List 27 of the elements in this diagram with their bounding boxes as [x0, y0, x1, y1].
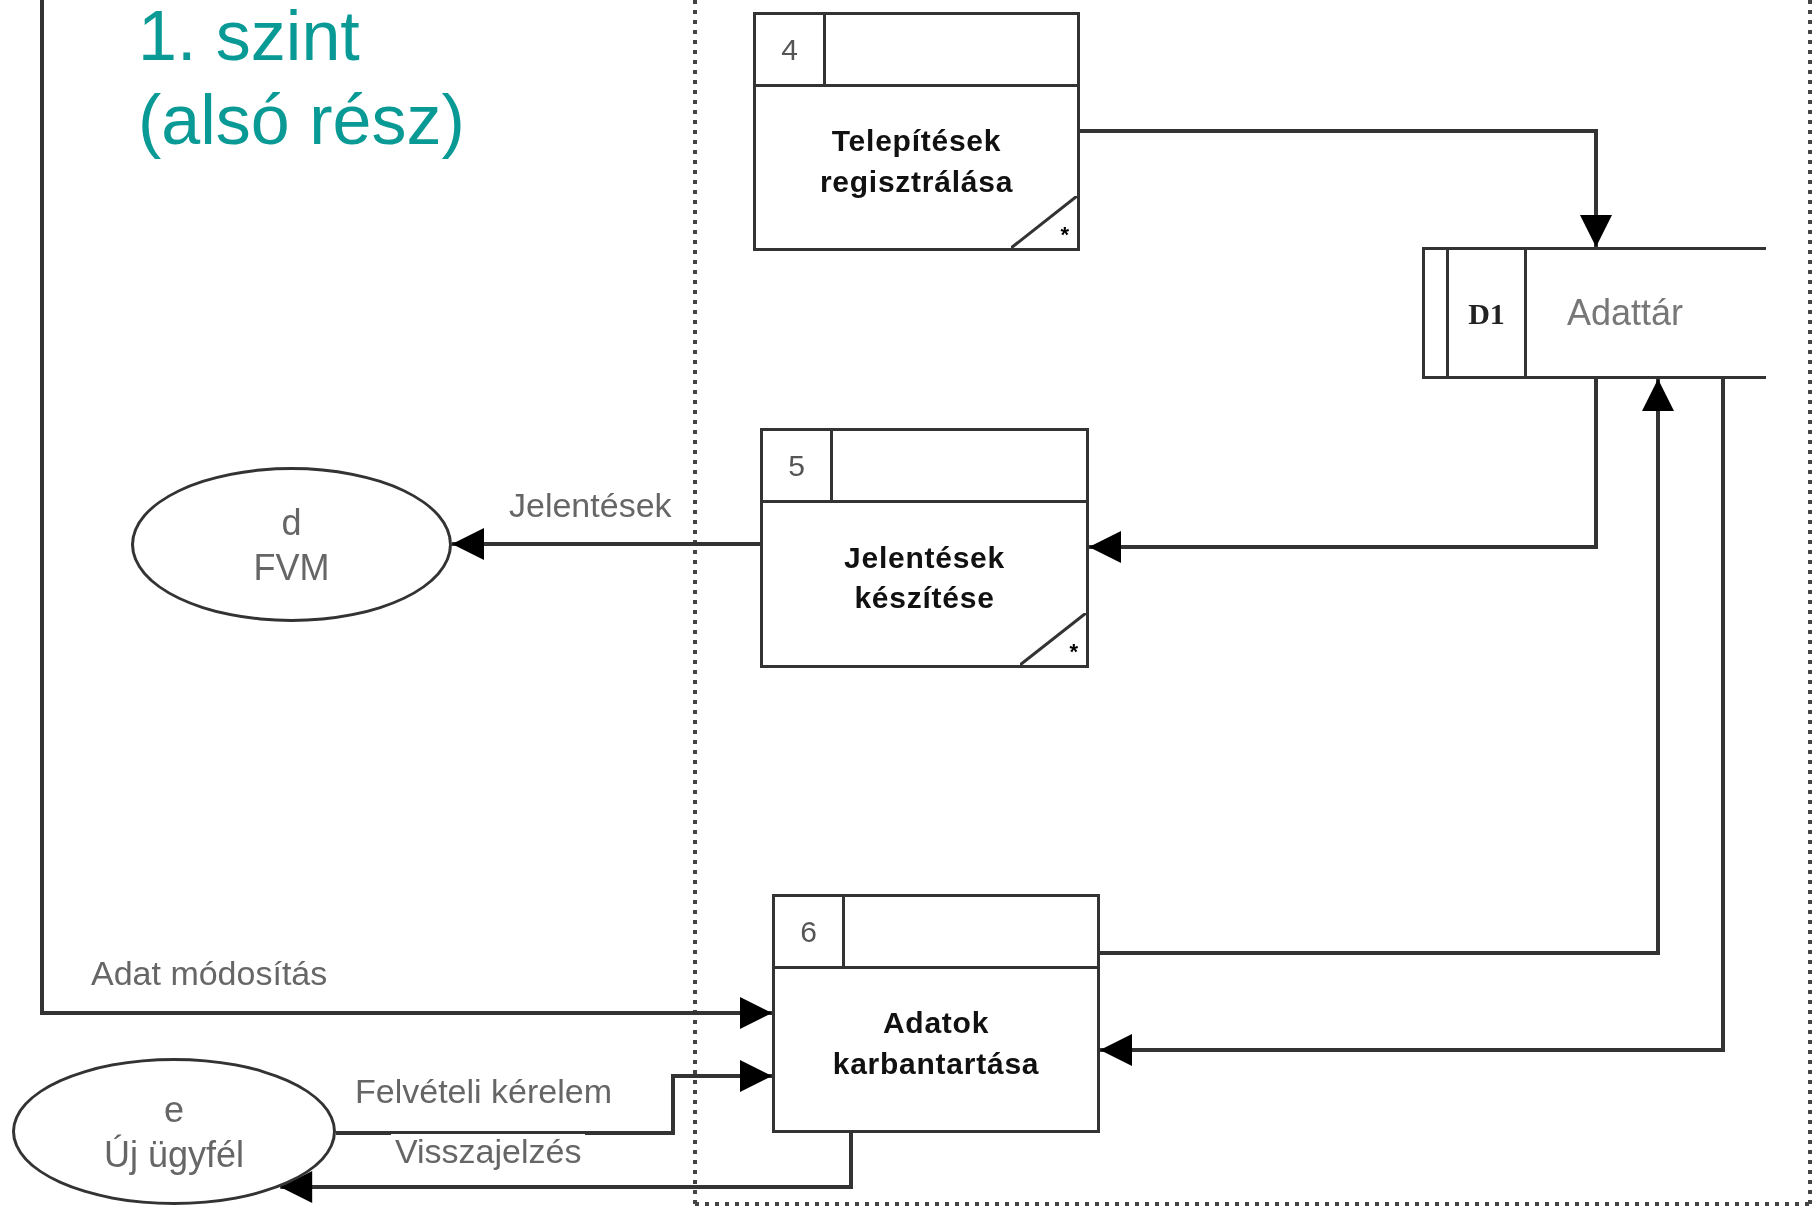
arrow [335, 1060, 772, 1135]
entity-name: Új ügyfél [103, 1132, 245, 1177]
process-box [760, 428, 1089, 668]
asterisk-mark: * [1060, 224, 1069, 246]
arrow [40, 0, 772, 1029]
entity-id: e [164, 1087, 184, 1132]
arrow [1100, 379, 1725, 1066]
arrow [1100, 379, 1674, 955]
store-name: Adattár [1567, 291, 1684, 335]
process-box [753, 12, 1080, 251]
process-number: 5 [788, 448, 805, 484]
data-store [1422, 247, 1766, 379]
arrow [280, 1133, 853, 1203]
process-number: 4 [781, 32, 798, 68]
process-name: Adatok karbantartása [831, 1005, 1041, 1082]
process-name: Jelentések készítése [843, 539, 1006, 616]
entity-id: d [281, 500, 302, 545]
store-id: D1 [1468, 295, 1505, 332]
edge-label: Visszajelzés [391, 1134, 586, 1168]
arrow [1080, 129, 1612, 247]
entity-name: FVM [253, 545, 330, 590]
process-number: 6 [800, 914, 817, 950]
process-box [772, 894, 1100, 1133]
process-name: Telepítések regisztrálása [818, 123, 1015, 200]
arrow [452, 528, 760, 560]
arrow [1089, 379, 1598, 563]
asterisk-mark: * [1069, 641, 1078, 663]
